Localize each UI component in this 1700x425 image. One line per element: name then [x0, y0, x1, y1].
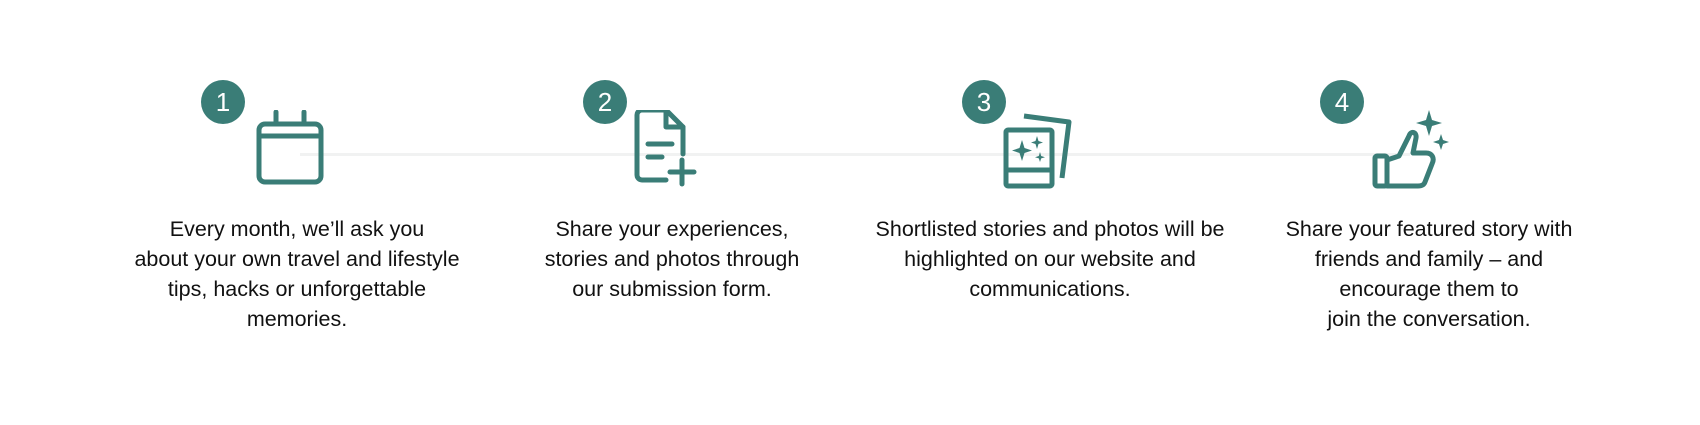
thumbs-up-sparkle-icon [1369, 110, 1459, 200]
step-description: Every month, we’ll ask you about your ow… [134, 217, 460, 331]
photos-sparkle-icon [1002, 110, 1092, 200]
step-number-badge: 4 [1320, 80, 1364, 124]
document-add-icon [622, 110, 712, 200]
step-number-badge: 1 [201, 80, 245, 124]
step-description: Shortlisted stories and photos will be h… [875, 217, 1225, 301]
step-number-badge: 2 [583, 80, 627, 124]
calendar-icon [247, 110, 337, 200]
steps-connector-line [300, 153, 1410, 156]
step-description: Share your featured story with friends a… [1285, 217, 1573, 331]
step-number-badge: 3 [962, 80, 1006, 124]
step-description: Share your experiences, stories and phot… [544, 217, 800, 301]
